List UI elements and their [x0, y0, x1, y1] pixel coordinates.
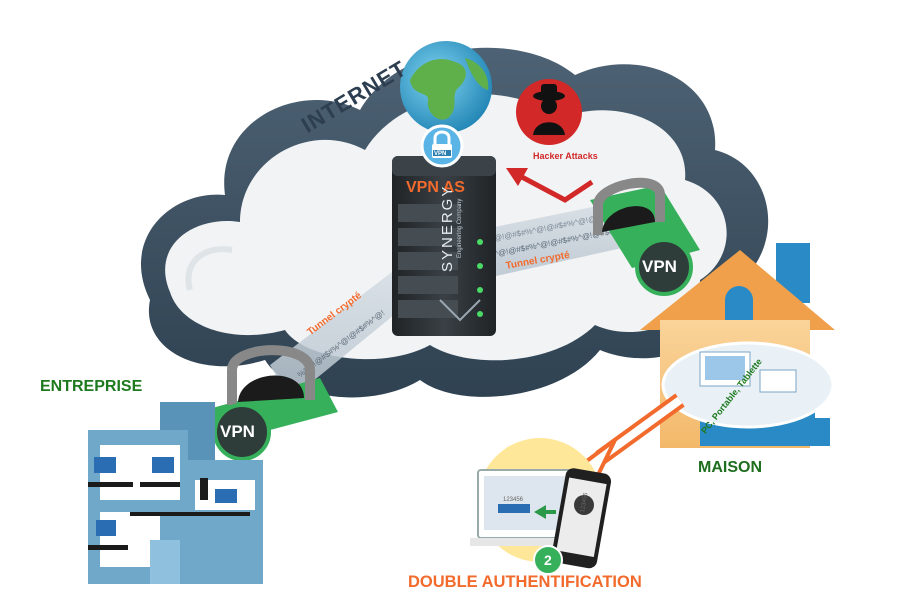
vpn-badge-left-label: VPN: [220, 422, 255, 441]
brand-label: SYNERGY: [439, 184, 456, 272]
devices-bubble: [661, 341, 835, 429]
hacker-label: Hacker Attacks: [533, 151, 598, 161]
vpn-server: [392, 156, 496, 336]
vpn-badge-right: [635, 238, 693, 296]
laptop-code-label: 123456: [503, 497, 524, 503]
globe-icon: [400, 41, 492, 133]
tunnel-right: %^@!@#$#%^@!@#$#%^@!@#$#% %^@!@#$#%^@!@#…: [470, 203, 622, 280]
double-auth-label: DOUBLE AUTHENTIFICATION: [408, 573, 642, 591]
vpn-badge-right-label: VPN: [642, 257, 677, 276]
brand-sub-label: Engineering Company: [457, 198, 463, 258]
entreprise-label: ENTREPRISE: [40, 378, 143, 395]
step-number-label: 2: [544, 552, 552, 568]
double-auth-illustration: [470, 438, 612, 575]
hacker-icon: [516, 79, 582, 145]
vpn-server-label: VPN AS: [406, 179, 465, 196]
office-building: [88, 402, 263, 584]
vpn-lock-icon: [420, 124, 464, 168]
attack-arrow: [506, 168, 594, 203]
maison-label: MAISON: [698, 459, 762, 476]
lock-tag-label: VPN: [434, 151, 447, 157]
